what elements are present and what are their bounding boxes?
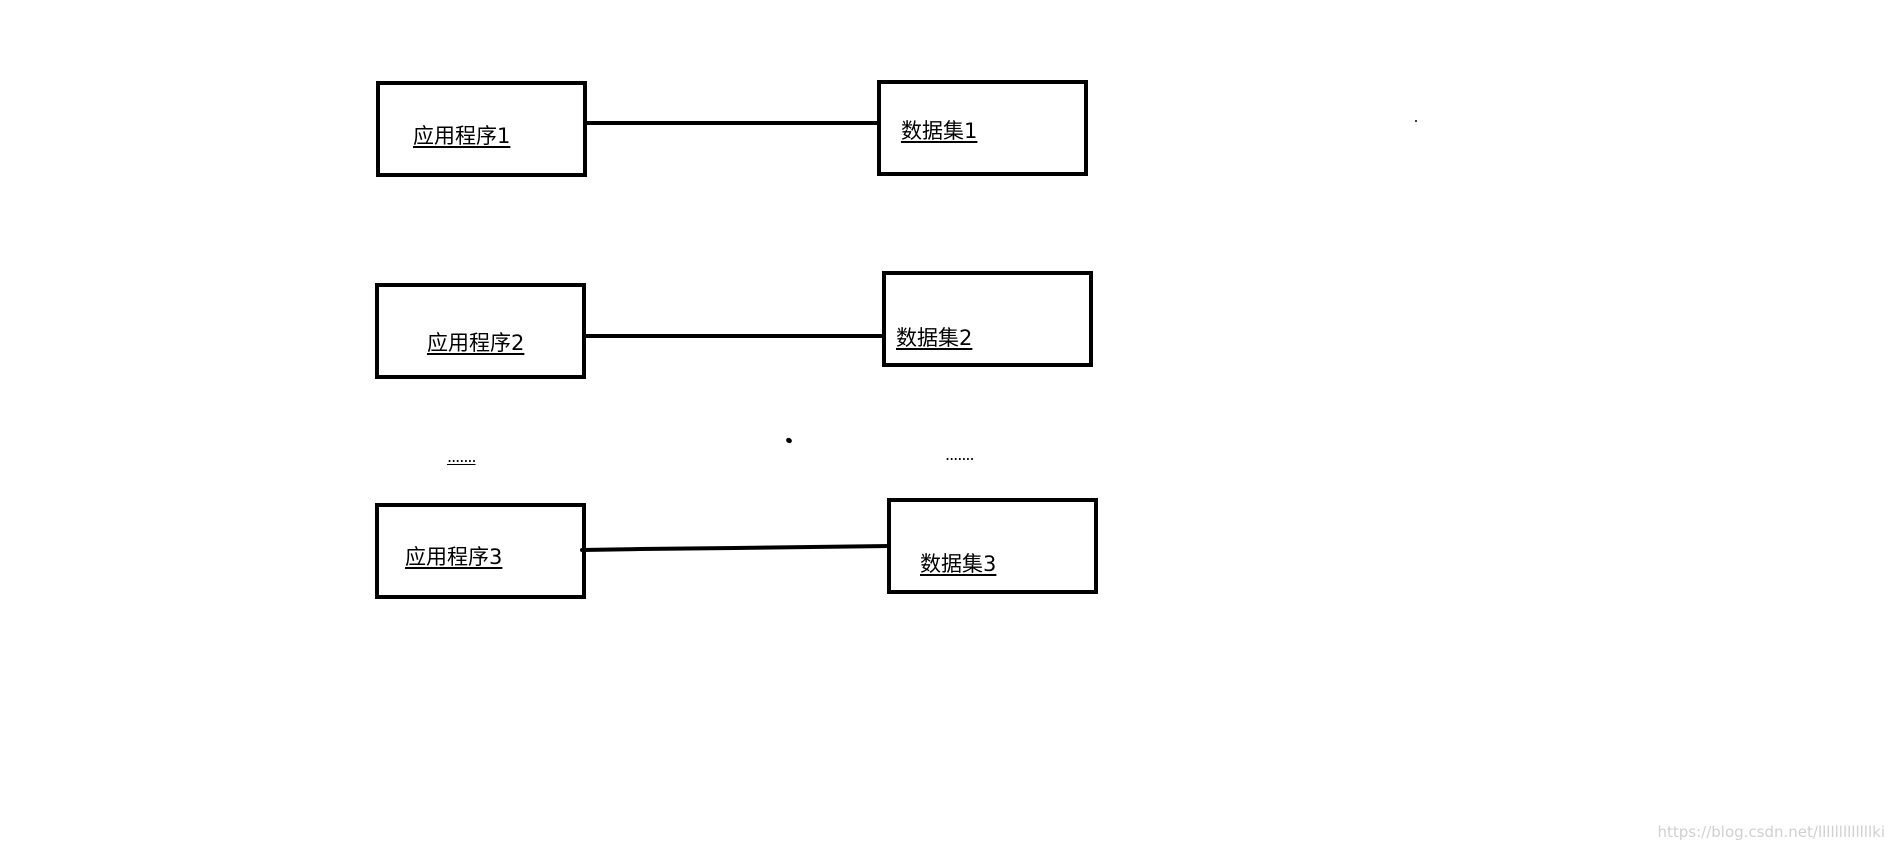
stray-dot [785, 436, 793, 445]
connection-line-1 [584, 121, 882, 125]
dataset-box-2 [882, 271, 1093, 367]
dataset-label-2: 数据集2 [896, 326, 973, 350]
stray-dot-small [1415, 120, 1417, 122]
application-ellipsis: ....... [447, 447, 477, 466]
connection-line-3 [580, 544, 892, 552]
connection-line-2 [584, 334, 885, 338]
watermark-text: https://blog.csdn.net/lllllllllllllki [1657, 823, 1885, 841]
application-box-1 [376, 81, 587, 177]
dataset-label-3: 数据集3 [920, 552, 997, 576]
dataset-ellipsis: ....... [945, 445, 975, 464]
dataset-box-3 [887, 498, 1098, 594]
application-label-2: 应用程序2 [427, 331, 525, 355]
dataset-box-1 [877, 80, 1088, 176]
application-label-1: 应用程序1 [413, 124, 511, 148]
application-box-2 [375, 283, 586, 379]
application-label-3: 应用程序3 [405, 545, 503, 569]
dataset-label-1: 数据集1 [901, 119, 978, 143]
